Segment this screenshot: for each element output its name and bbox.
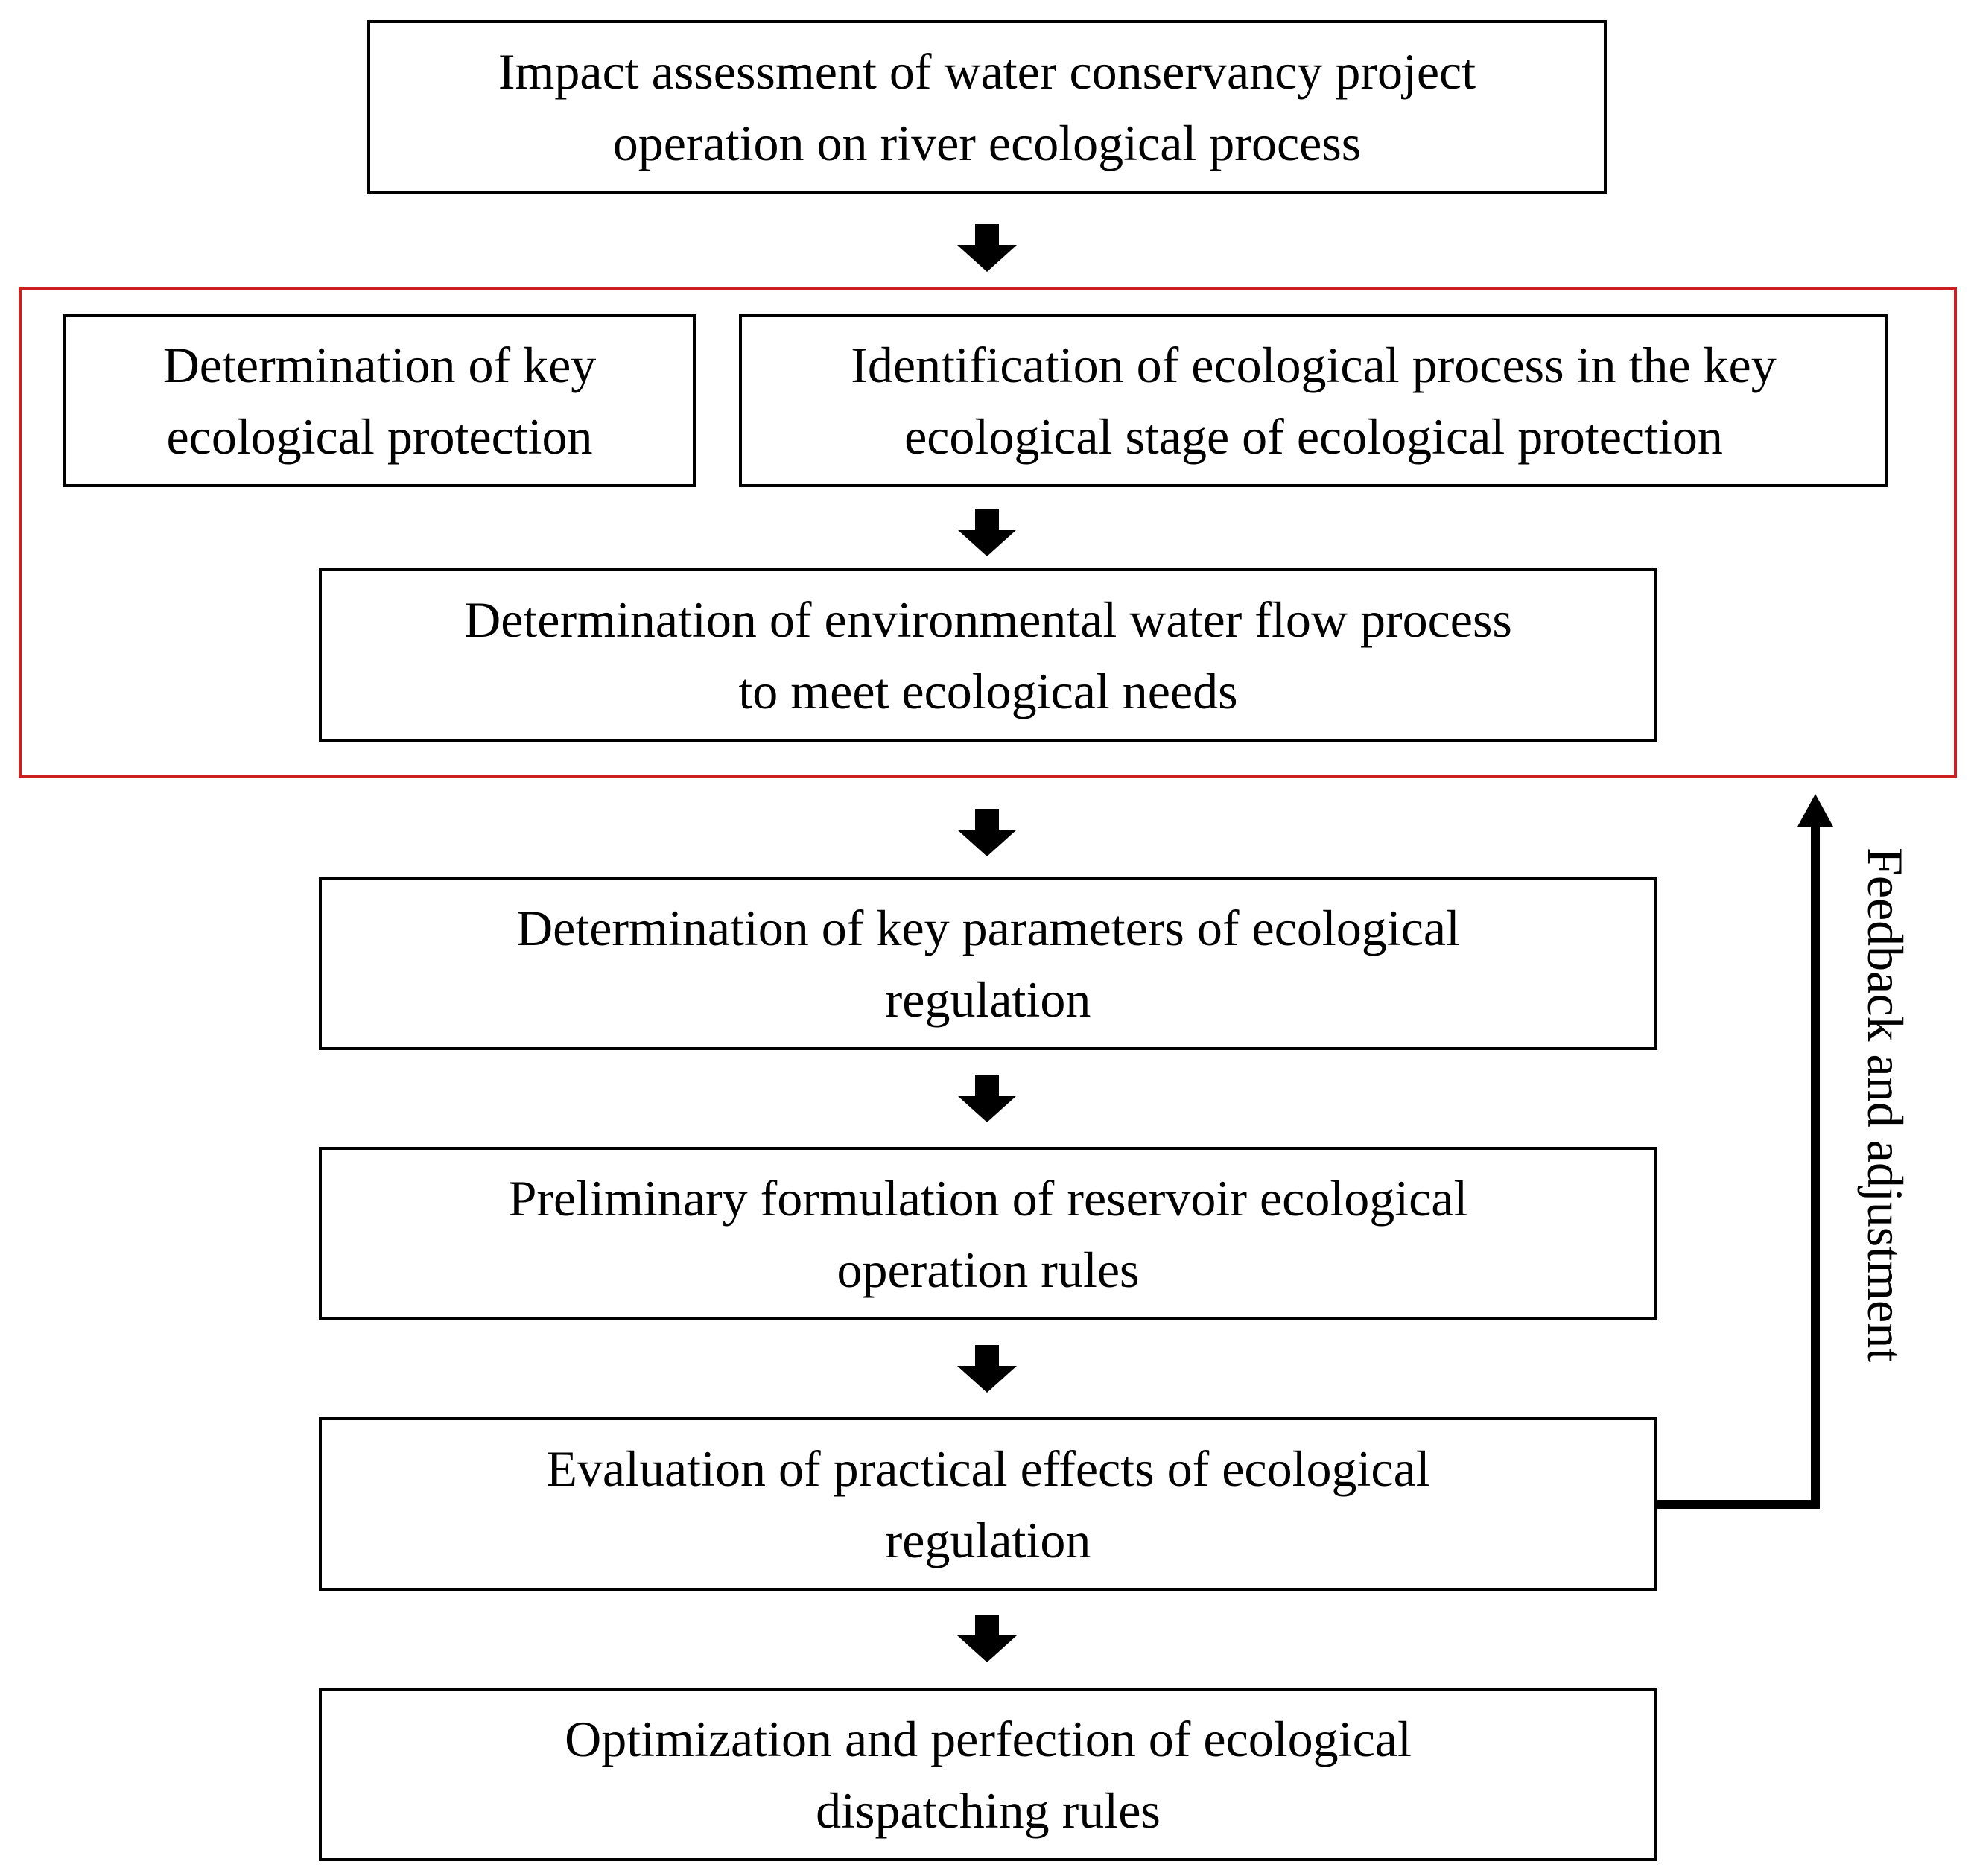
- key-parameters-box: Determination of key parameters of ecolo…: [319, 877, 1657, 1050]
- down-arrow-icon: [957, 1615, 1017, 1662]
- evaluation-line1: Evaluation of practical effects of ecolo…: [546, 1440, 1430, 1497]
- ecological-needs-group: [19, 287, 1957, 778]
- optimization-line2: dispatching rules: [816, 1781, 1161, 1839]
- preliminary-formulation-line2: operation rules: [837, 1241, 1140, 1298]
- identification-line1: Identification of ecological process in …: [851, 336, 1777, 393]
- identification-box: Identification of ecological process in …: [739, 314, 1888, 487]
- identification-line2: ecological stage of ecological protectio…: [904, 407, 1723, 465]
- down-arrow-icon: [957, 224, 1017, 272]
- flow-process-box: Determination of environmental water flo…: [319, 568, 1657, 742]
- down-arrow-icon: [957, 509, 1017, 556]
- key-parameters-line2: regulation: [885, 970, 1091, 1028]
- flow-process-line2: to meet ecological needs: [738, 662, 1238, 719]
- preliminary-formulation-box: Preliminary formulation of reservoir eco…: [319, 1147, 1657, 1320]
- down-arrow-icon: [957, 809, 1017, 856]
- evaluation-line2: regulation: [885, 1511, 1091, 1568]
- evaluation-box: Evaluation of practical effects of ecolo…: [319, 1417, 1657, 1591]
- impact-assessment-line1: Impact assessment of water conservancy p…: [498, 43, 1476, 100]
- down-arrow-icon: [957, 1345, 1017, 1393]
- key-protection-line2: ecological protection: [166, 407, 593, 465]
- key-parameters-line1: Determination of key parameters of ecolo…: [516, 899, 1460, 956]
- feedback-label: Feedback and adjustment: [1857, 848, 1914, 1363]
- key-protection-box: Determination of key ecological protecti…: [63, 314, 696, 487]
- key-protection-line1: Determination of key: [162, 336, 597, 393]
- optimization-box: Optimization and perfection of ecologica…: [319, 1688, 1657, 1861]
- flow-process-line1: Determination of environmental water flo…: [464, 591, 1512, 648]
- impact-assessment-box: Impact assessment of water conservancy p…: [367, 20, 1607, 194]
- down-arrow-icon: [957, 1075, 1017, 1122]
- impact-assessment-line2: operation on river ecological process: [612, 115, 1362, 171]
- optimization-line1: Optimization and perfection of ecologica…: [565, 1710, 1412, 1767]
- preliminary-formulation-line1: Preliminary formulation of reservoir eco…: [508, 1169, 1468, 1227]
